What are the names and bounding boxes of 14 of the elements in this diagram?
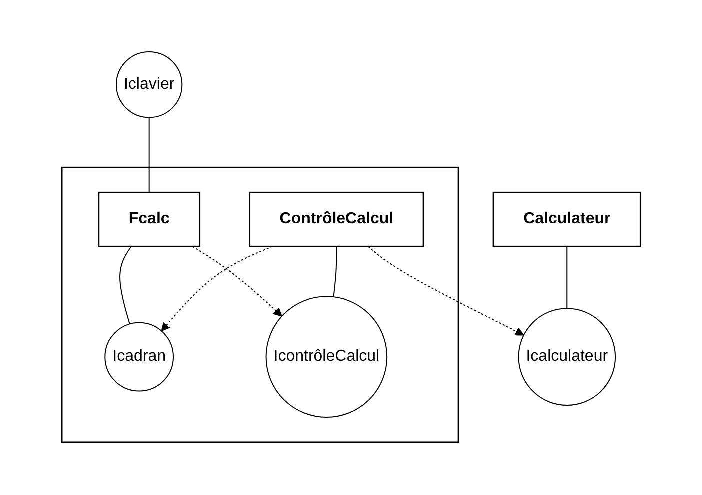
connector [566, 246, 568, 310]
node-circle: Icalculateur [518, 308, 616, 406]
node-circle: IcontrôleCalcul [265, 296, 388, 418]
arrow [367, 246, 524, 336]
cluster [60, 167, 459, 444]
node-box: Fcalc [98, 192, 200, 248]
connector [119, 246, 132, 325]
node-box: ContrôleCalcul [248, 192, 424, 248]
connector [148, 117, 150, 194]
node-circle: Iclavier [116, 52, 182, 118]
node-circle: Icadran [104, 322, 174, 392]
arrow [192, 246, 282, 318]
node-box: Calculateur [492, 192, 642, 248]
connector [332, 246, 337, 298]
